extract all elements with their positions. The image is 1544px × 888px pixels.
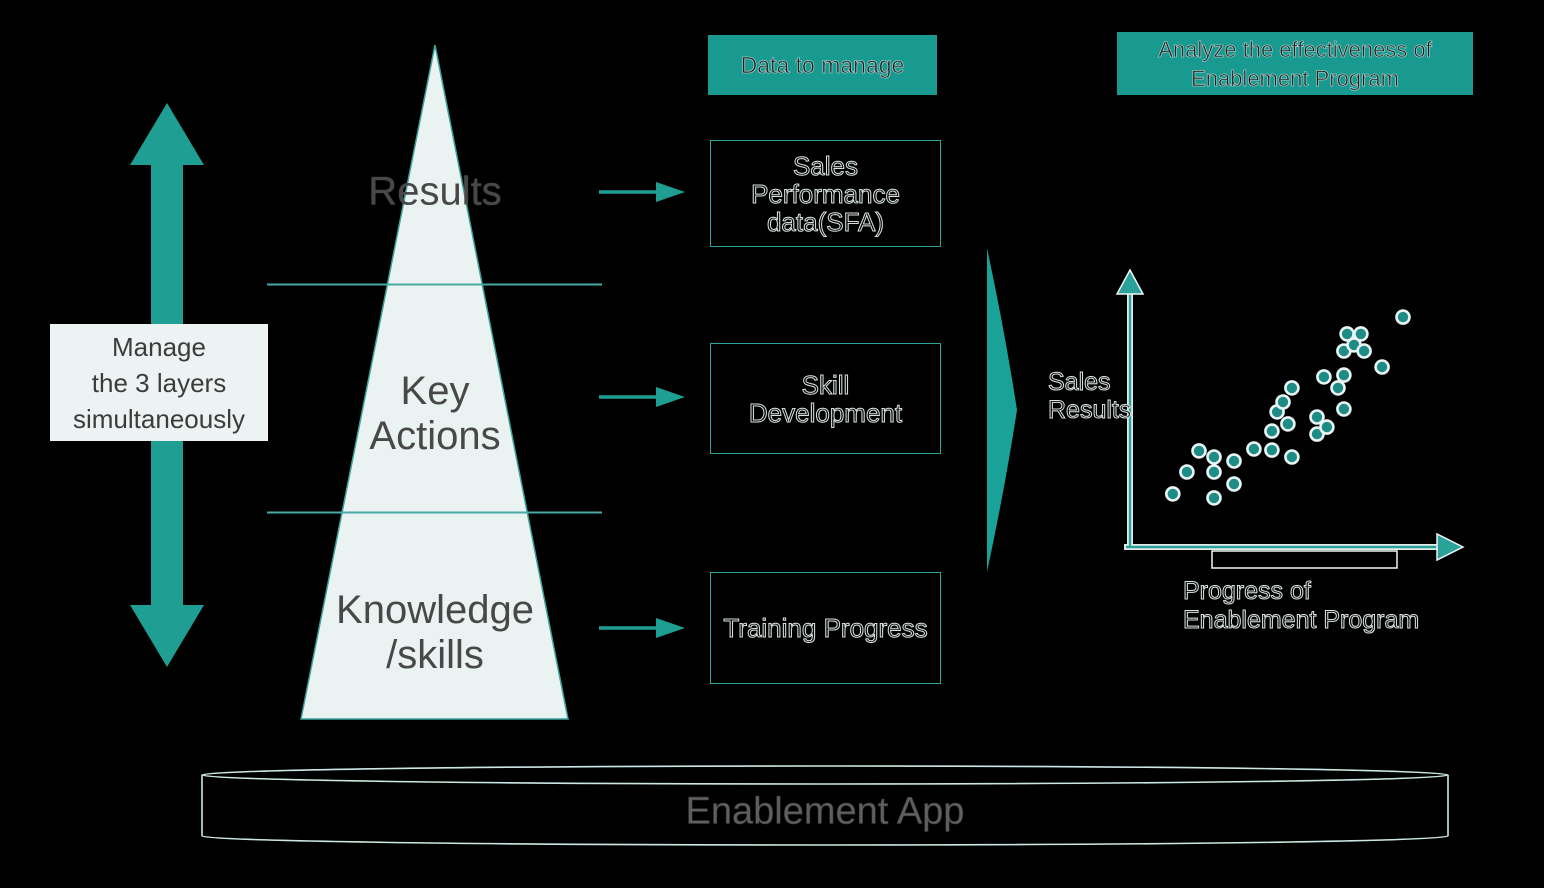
scatter-dot (1353, 326, 1369, 342)
layer-label-line: /skills (386, 633, 484, 677)
data-box-line: Sales (792, 150, 859, 181)
scatter-dot (1264, 423, 1280, 439)
data-to-manage-header: Data to manage (708, 35, 937, 95)
analysis-header: Analyze the effectiveness of Enablement … (1117, 32, 1473, 95)
flow-arrow-key-actions-icon (599, 387, 685, 407)
axis-label-line: Enablement Program (1182, 606, 1420, 635)
data-box-line: Skill (801, 369, 850, 400)
manage-note: Manage the 3 layers simultaneously (50, 324, 268, 441)
scatter-dot (1284, 380, 1300, 396)
data-box-sales-performance: Sales Performance data(SFA) (710, 140, 941, 247)
axis-highlight-box (1211, 550, 1398, 569)
header-text: Analyze the effectiveness of (1158, 36, 1432, 62)
scatter-dot (1280, 416, 1296, 432)
scatter-dot (1356, 343, 1372, 359)
layer-label-line: Key (400, 369, 470, 413)
x-axis-label: Progress of Enablement Program (1182, 577, 1420, 635)
data-box-line: Training Progress (723, 613, 928, 643)
scatter-dot (1284, 449, 1300, 465)
scatter-dot (1226, 453, 1242, 469)
scatter-dot (1316, 369, 1332, 385)
scatter-dot (1319, 419, 1335, 435)
scatter-dot (1395, 309, 1411, 325)
scatter-dot (1206, 449, 1222, 465)
data-box-line: Development (748, 397, 903, 428)
layer-label-key-actions: Key Actions (369, 369, 500, 459)
axis-label-line: Progress of (1182, 577, 1311, 606)
layer-label-knowledge-skills: Knowledge /skills (336, 588, 534, 678)
y-axis-arrowhead-icon (1115, 268, 1145, 295)
layer-label-results: Results (368, 170, 501, 215)
scatter-dot (1336, 401, 1352, 417)
flow-arrow-knowledge-icon (599, 618, 685, 638)
note-line: the 3 layers (91, 367, 227, 398)
merge-arrow-icon (987, 248, 1017, 572)
data-box-skill-development: Skill Development (710, 343, 941, 454)
data-box-line: data(SFA) (766, 206, 885, 237)
enablement-app-label: Enablement App (685, 790, 965, 834)
scatter-dot (1336, 367, 1352, 383)
layer-label-line: Actions (369, 414, 501, 458)
y-axis-label: Sales Results (1047, 368, 1132, 425)
scatter-dot (1339, 326, 1355, 342)
data-box-training-progress: Training Progress (710, 572, 941, 684)
scatter-dot (1275, 394, 1291, 410)
scatter-dot (1264, 442, 1280, 458)
scatter-points (1165, 309, 1411, 506)
scatter-dot (1179, 464, 1195, 480)
enablement-app-cylinder (201, 765, 1449, 846)
axis-label-line: Results (1047, 396, 1132, 425)
scatter-dot (1206, 490, 1222, 506)
cylinder-label-text: Enablement App (685, 790, 965, 833)
pyramid (267, 44, 602, 720)
layer-label-line: Knowledge (336, 588, 534, 632)
header-text: Data to manage (740, 51, 905, 78)
scatter-chart (1115, 268, 1465, 569)
scatter-dot (1226, 476, 1242, 492)
data-box-line: Performance (751, 178, 901, 209)
flow-arrow-results-icon (599, 182, 685, 202)
scatter-dot (1374, 359, 1390, 375)
scatter-dot (1165, 486, 1181, 502)
scatter-dot (1309, 409, 1325, 425)
x-axis-arrowhead-icon (1436, 532, 1465, 562)
scatter-dot (1191, 443, 1207, 459)
note-line: Manage (112, 331, 206, 362)
scatter-dot (1206, 464, 1222, 480)
scatter-dot (1330, 380, 1346, 396)
flow-arrows (599, 182, 685, 638)
axis-label-line: Sales (1047, 368, 1111, 397)
scatter-dot (1246, 441, 1262, 457)
note-line: simultaneously (73, 403, 245, 434)
header-text: Enablement Program (1191, 65, 1400, 91)
layer-label-line: Results (368, 169, 502, 214)
pyramid-shape (300, 44, 569, 720)
